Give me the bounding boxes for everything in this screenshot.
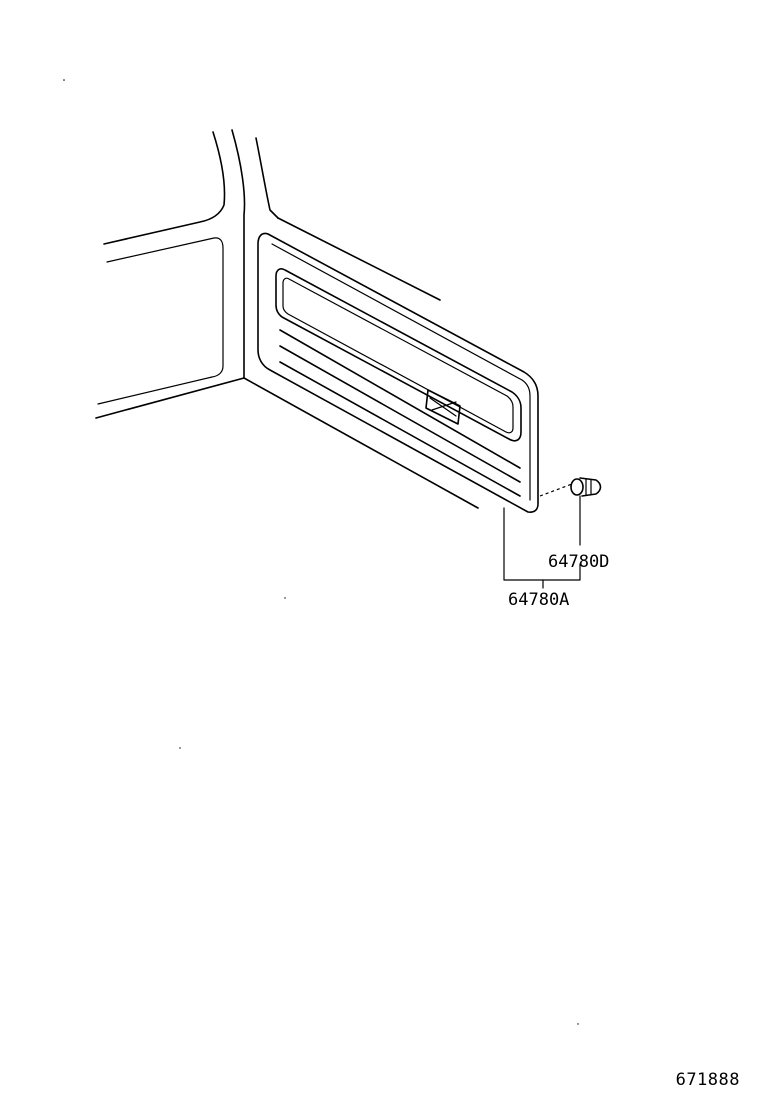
trim-panel <box>257 232 539 513</box>
pocket-handle <box>425 389 461 425</box>
vehicle-body-outline <box>95 129 479 509</box>
callout-leaders <box>503 495 581 589</box>
clip-fastener <box>539 477 602 497</box>
part-number-clip: 64780D <box>548 552 609 572</box>
scan-specks <box>63 79 579 1025</box>
part-number-panel: 64780A <box>508 590 569 610</box>
diagram-id: 671888 <box>675 1070 740 1090</box>
